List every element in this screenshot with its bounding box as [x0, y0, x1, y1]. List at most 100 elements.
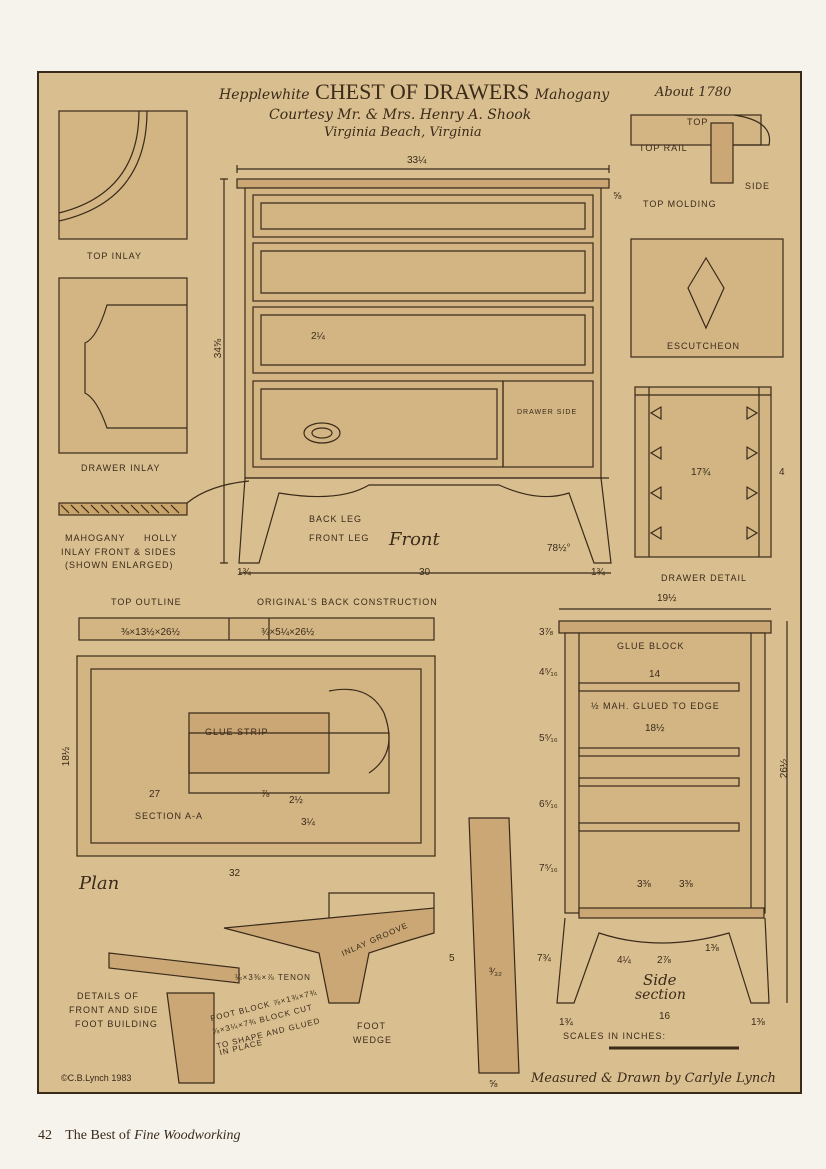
- escutcheon-label: Escutcheon: [667, 341, 741, 351]
- section-3quarter-dim: 3¼: [301, 817, 315, 828]
- foot-right-dim: 1¾: [591, 567, 605, 578]
- section-aa: [188, 732, 390, 794]
- mahogany-label: Mahogany: [65, 533, 126, 543]
- side-section-title-2: section: [635, 987, 686, 1003]
- inlay-strip: [58, 502, 188, 516]
- leg-spread-dim: 30: [419, 567, 431, 578]
- side-18half-dim: 18½: [645, 723, 665, 734]
- drawer-2: [252, 242, 594, 302]
- glue-strip-label: Glue strip: [205, 727, 269, 737]
- scales-label: Scales in Inches:: [563, 1031, 667, 1041]
- drawer-detail-height-dim: 4: [779, 467, 785, 478]
- foot-332-dim: ³⁄₃₂: [489, 967, 502, 978]
- title-prefix: Hepplewhite: [219, 87, 310, 103]
- title-main: CHEST OF DRAWERS: [315, 79, 530, 104]
- chest-top: [236, 178, 610, 189]
- copyright-label: ©C.B.Lynch 1983: [61, 1073, 132, 1083]
- details-label-2: front and side: [69, 1005, 159, 1015]
- side-4-16-dim: 4⁵⁄₁₆: [539, 667, 558, 678]
- side-33b-dim: 3⅜: [679, 879, 693, 890]
- top-label: Top: [687, 117, 709, 127]
- publication-title: Fine Woodworking: [134, 1128, 241, 1143]
- side-27-dim: 2⅞: [657, 955, 671, 966]
- plan-view-title: Plan: [79, 873, 120, 894]
- side-top: [558, 620, 772, 634]
- side-7q-dim: 7¾: [537, 953, 551, 964]
- plan-depth-dim: 18½: [61, 746, 73, 767]
- top-outline-label: Top outline: [111, 597, 182, 607]
- drawing-sheet: Hepplewhite CHEST OF DRAWERS Mahogany Ab…: [37, 71, 802, 1094]
- top-molding-label: Top Molding: [643, 199, 717, 209]
- drawer-detail-length-dim: 17¾: [691, 467, 711, 478]
- back-leg-label: Back leg: [309, 514, 363, 524]
- side-5-16-dim: 5⁵⁄₁₆: [539, 733, 558, 744]
- escutcheon-shape: [687, 256, 725, 330]
- side-37-dim: 3⅞: [539, 627, 553, 638]
- section-2half-dim: 2½: [289, 795, 303, 806]
- side-case: [564, 632, 766, 914]
- drawing-title: Hepplewhite CHEST OF DRAWERS Mahogany: [219, 79, 609, 105]
- date-label: About 1780: [655, 85, 732, 100]
- page-footer: 42 The Best of Fine Woodworking: [38, 1128, 241, 1144]
- side-foot-assembly: [223, 907, 435, 1004]
- details-label-3: foot building: [75, 1019, 158, 1029]
- foot-rail: [108, 952, 240, 984]
- top-inlay-label: Top Inlay: [87, 251, 143, 261]
- plan-27-dim: 27: [149, 789, 161, 800]
- drawer-detail-label: Drawer Detail: [661, 573, 748, 583]
- side-height-dim: 26½: [779, 758, 791, 779]
- top-molding: [630, 114, 762, 146]
- bail-pull: [303, 422, 341, 444]
- drawer-side-label: Drawer side: [517, 409, 578, 416]
- glue-block-label: Glue block: [617, 641, 685, 651]
- side-legs: [556, 917, 770, 1004]
- side-foot-right-dim: 1⅜: [751, 1017, 765, 1028]
- side-width-dim: 19½: [657, 593, 677, 604]
- drawer-mid-dim: 2¼: [311, 331, 325, 342]
- front-view-title: Front: [389, 529, 440, 550]
- top-board-b-dim: ¾×5¼×26½: [261, 627, 315, 638]
- side-33a-dim: 3⅜: [637, 879, 651, 890]
- top-inlay-curve: [58, 110, 140, 214]
- drawer-1: [252, 194, 594, 238]
- front-legs: [238, 477, 612, 564]
- top-rail-label: Top Rail: [639, 143, 688, 153]
- drawer-3: [252, 306, 594, 374]
- foot-left-dim: 1¾: [237, 567, 251, 578]
- side-14-dim: 14: [649, 669, 661, 680]
- location-label: Virginia Beach, Virginia: [324, 125, 482, 140]
- foot-block: [166, 992, 215, 1084]
- escutcheon-panel: [630, 238, 784, 358]
- front-width-dim: 33¼: [407, 155, 427, 166]
- top-inlay-panel: [58, 110, 188, 240]
- side-4q-dim: 4¼: [617, 955, 631, 966]
- front-height-dim: 34⅝: [213, 338, 225, 359]
- side-6-16-dim: 6⁵⁄₁₆: [539, 799, 558, 810]
- inlay-caption-line2: (Shown Enlarged): [65, 560, 174, 570]
- plan-width-dim: 32: [229, 868, 241, 879]
- page-number: 42: [38, 1128, 52, 1143]
- tenon-label: ¼×3⅜×⅞ Tenon: [235, 973, 311, 982]
- chest-case: [244, 187, 602, 479]
- original-back-label: Original's back construction: [257, 597, 438, 607]
- drawer-inlay-label: Drawer Inlay: [81, 463, 161, 473]
- top-outline: [78, 617, 435, 641]
- drawer-side-cut: [502, 380, 594, 468]
- top-board-a-dim: ⅜×13½×26½: [121, 627, 180, 638]
- foot-wedge-label-2: Wedge: [353, 1035, 393, 1045]
- leg-angle-dim: 78½°: [547, 543, 571, 554]
- details-label-1: Details of: [77, 991, 139, 1001]
- side-16-dim: 16: [659, 1011, 671, 1022]
- side-foot-left-dim: 1¾: [559, 1017, 573, 1028]
- courtesy-label: Courtesy Mr. & Mrs. Henry A. Shook: [269, 107, 532, 123]
- foot-height-dim: 5: [449, 953, 455, 964]
- section-78-dim: ⅞: [261, 789, 270, 800]
- side-label: Side: [745, 181, 771, 191]
- section-aa-label: Section A-A: [135, 811, 204, 821]
- foot-58-dim: ⅝: [489, 1079, 498, 1090]
- front-leg-label: Front leg: [309, 533, 370, 543]
- drawer-inlay-panel: [58, 277, 188, 454]
- publication-prefix: The Best of: [65, 1128, 131, 1143]
- top-thickness-dim: ⅝: [613, 191, 622, 202]
